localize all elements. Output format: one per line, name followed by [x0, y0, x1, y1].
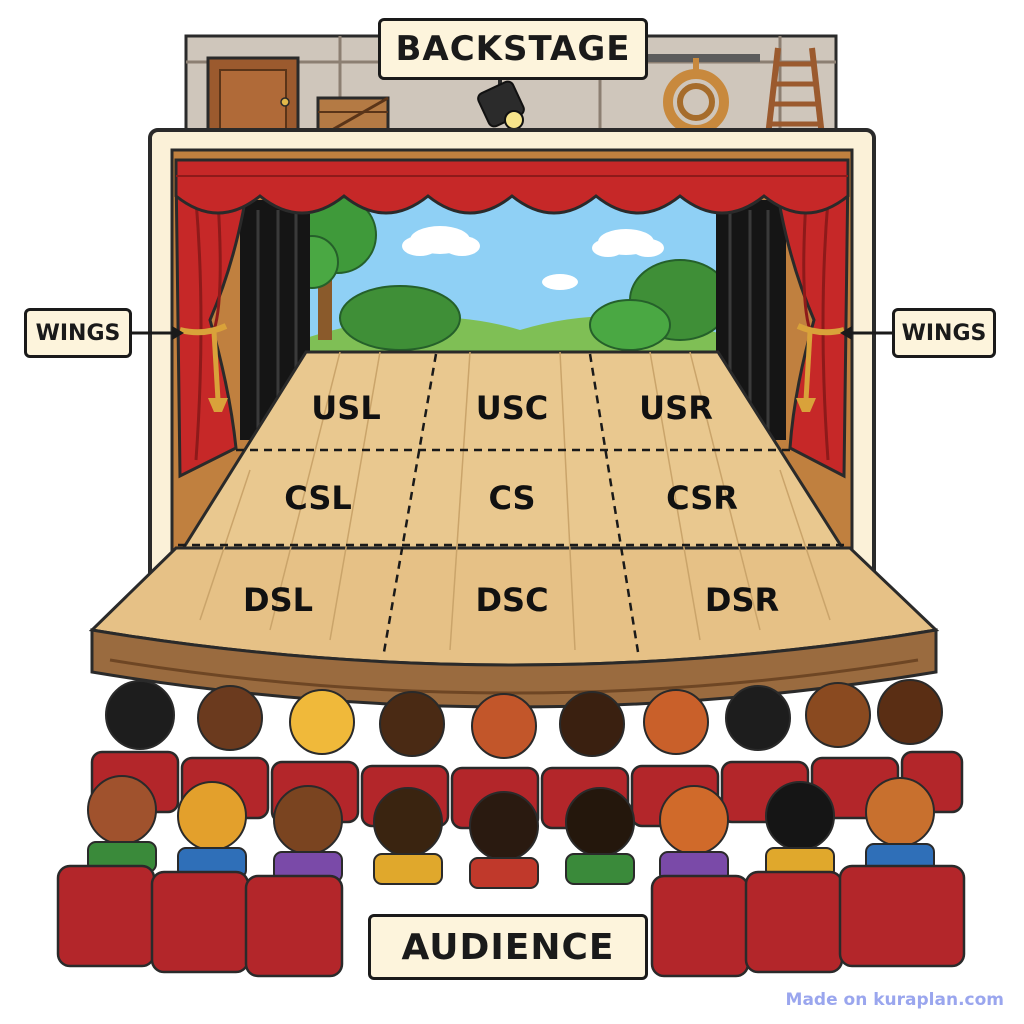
- zone-usl: USL: [311, 389, 381, 427]
- watermark-text: Made on kuraplan.com: [785, 990, 1004, 1010]
- zone-usr: USR: [639, 389, 713, 427]
- tassel-icon: [179, 323, 228, 412]
- cloud-icon: [402, 226, 480, 256]
- wings-left-label: WINGS: [24, 308, 132, 358]
- zone-csr: CSR: [666, 479, 738, 517]
- backdrop-scenery: [285, 190, 731, 360]
- tassel-icon: [796, 323, 845, 412]
- zone-dsc: DSC: [475, 581, 549, 619]
- curtain-right: [772, 166, 850, 479]
- arrow-right-icon: [132, 326, 184, 340]
- audience-label: AUDIENCE: [368, 914, 648, 980]
- stage-floor: [88, 350, 940, 709]
- zone-dsl: DSL: [243, 581, 313, 619]
- zone-csl: CSL: [284, 479, 352, 517]
- tree-icon: [285, 196, 377, 340]
- zone-cs: CS: [488, 479, 536, 517]
- curtain-valance: [174, 158, 850, 215]
- cloud-icon: [592, 229, 664, 257]
- curtain-left: [174, 166, 252, 479]
- ladder-icon: [765, 47, 825, 137]
- arrow-left-icon: [840, 326, 892, 340]
- door-icon: [206, 56, 300, 138]
- wings-right-label: WINGS: [892, 308, 996, 358]
- zone-dsr: DSR: [704, 581, 780, 619]
- backstage-label: BACKSTAGE: [378, 18, 648, 80]
- audience-group: [56, 679, 966, 978]
- zone-usc: USC: [475, 389, 549, 427]
